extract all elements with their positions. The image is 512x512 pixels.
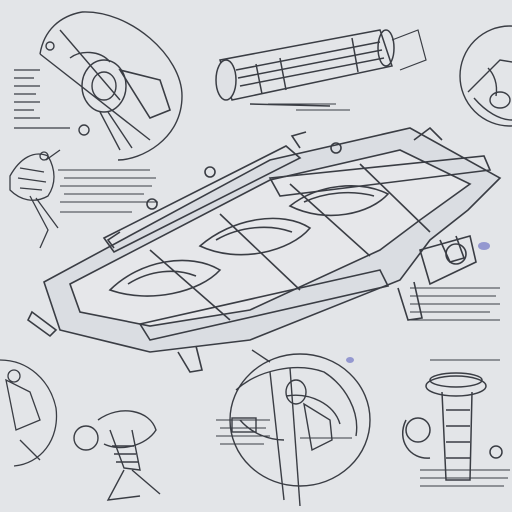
top-center-cylinder-drawing: [215, 29, 427, 107]
left-annotation-lines: [58, 169, 158, 213]
top-left-detail-circle: [39, 11, 183, 161]
main-vehicle-hull: [26, 126, 502, 373]
top-center-annotation-lines: [268, 103, 350, 111]
top-right-detail-circle: [459, 25, 512, 127]
bottom-center-annotation-lines: [216, 419, 352, 445]
top-left-annotation-lines: [14, 69, 70, 129]
right-annotation-lines: [410, 287, 510, 487]
left-wing-detail: [9, 149, 61, 249]
bottom-right-pedestal: [401, 372, 503, 481]
bottom-left-figure: [73, 410, 161, 501]
hull-blue-highlight: [346, 242, 490, 363]
bottom-center-detail-circle: [229, 349, 371, 507]
bottom-left-circle-detail: [0, 359, 58, 467]
